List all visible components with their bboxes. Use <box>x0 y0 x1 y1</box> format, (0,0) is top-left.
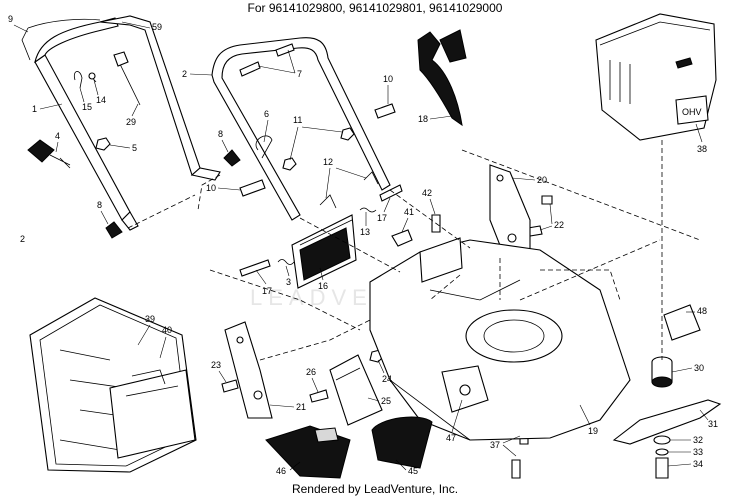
mulch-cover-right <box>371 416 433 469</box>
callout-15: 15 <box>82 102 92 112</box>
callout-17-bottom: 17 <box>262 286 272 296</box>
footer-credit: Rendered by LeadVenture, Inc. <box>291 482 459 496</box>
callout-9: 9 <box>8 14 13 24</box>
callout-59: 59 <box>152 22 162 32</box>
callout-6: 6 <box>264 109 269 119</box>
bracket-48 <box>663 304 701 341</box>
callout-19: 19 <box>588 426 598 436</box>
rear-door <box>291 214 357 289</box>
page-title: For 96141029800, 96141029801, 9614102900… <box>247 1 503 15</box>
blade-adapter <box>651 356 673 388</box>
callout-7: 7 <box>297 69 302 79</box>
callout-8-top: 8 <box>218 129 223 139</box>
callout-45: 45 <box>408 466 418 476</box>
callout-16: 16 <box>318 281 328 291</box>
callout-labels: 9 59 2 7 10 1 15 14 29 4 5 8 6 11 12 10 … <box>8 14 718 476</box>
callout-17-top: 17 <box>377 213 387 223</box>
callout-41: 41 <box>404 207 414 217</box>
callout-14: 14 <box>96 95 106 105</box>
callout-42: 42 <box>422 188 432 198</box>
callout-40: 40 <box>162 325 172 335</box>
callout-38: 38 <box>697 144 707 154</box>
deflector <box>441 365 489 413</box>
mower-deck <box>369 237 631 441</box>
callout-4: 4 <box>55 131 60 141</box>
callout-22: 22 <box>554 220 564 230</box>
callout-3: 3 <box>286 277 291 287</box>
callout-34: 34 <box>693 459 703 469</box>
callout-5: 5 <box>132 143 137 153</box>
callout-26: 26 <box>306 367 316 377</box>
engine-label: OHV <box>682 107 702 117</box>
callout-39: 39 <box>145 314 155 324</box>
callout-1: 1 <box>32 104 37 114</box>
callout-47: 47 <box>446 433 456 443</box>
hardware-parts <box>27 43 553 479</box>
callout-11: 11 <box>293 115 302 125</box>
callout-13: 13 <box>360 227 370 237</box>
mulch-plug <box>417 29 467 127</box>
callout-10-bottom: 10 <box>206 183 216 193</box>
bail-wire <box>21 18 101 61</box>
grass-bag <box>29 297 197 473</box>
callout-25: 25 <box>381 396 391 406</box>
callout-10-top: 10 <box>383 74 393 84</box>
callout-37: 37 <box>490 440 500 450</box>
lower-handle <box>34 15 221 231</box>
callout-24: 24 <box>382 374 392 384</box>
engine: OHV <box>595 13 717 141</box>
callout-46: 46 <box>276 466 286 476</box>
callout-12: 12 <box>323 157 333 167</box>
callout-2: 2 <box>182 69 187 79</box>
callout-18: 18 <box>418 114 428 124</box>
side-chute <box>329 354 383 426</box>
callout-29: 29 <box>126 117 136 127</box>
callout-48: 48 <box>697 306 707 316</box>
callout-23: 23 <box>211 360 221 370</box>
height-adjuster-front <box>224 321 273 419</box>
callout-8-bottom: 8 <box>97 200 102 210</box>
callout-31: 31 <box>708 419 718 429</box>
mulch-cover-left <box>265 425 351 479</box>
callout-32: 32 <box>693 435 703 445</box>
side-mark: 2 <box>20 234 25 244</box>
callout-33: 33 <box>693 447 703 457</box>
callout-20: 20 <box>537 175 547 185</box>
blade <box>612 399 722 445</box>
blade-hardware <box>653 435 671 479</box>
callout-21: 21 <box>296 402 306 412</box>
callout-30: 30 <box>694 363 704 373</box>
upper-handle <box>211 37 391 221</box>
assembly-lines <box>127 140 701 361</box>
